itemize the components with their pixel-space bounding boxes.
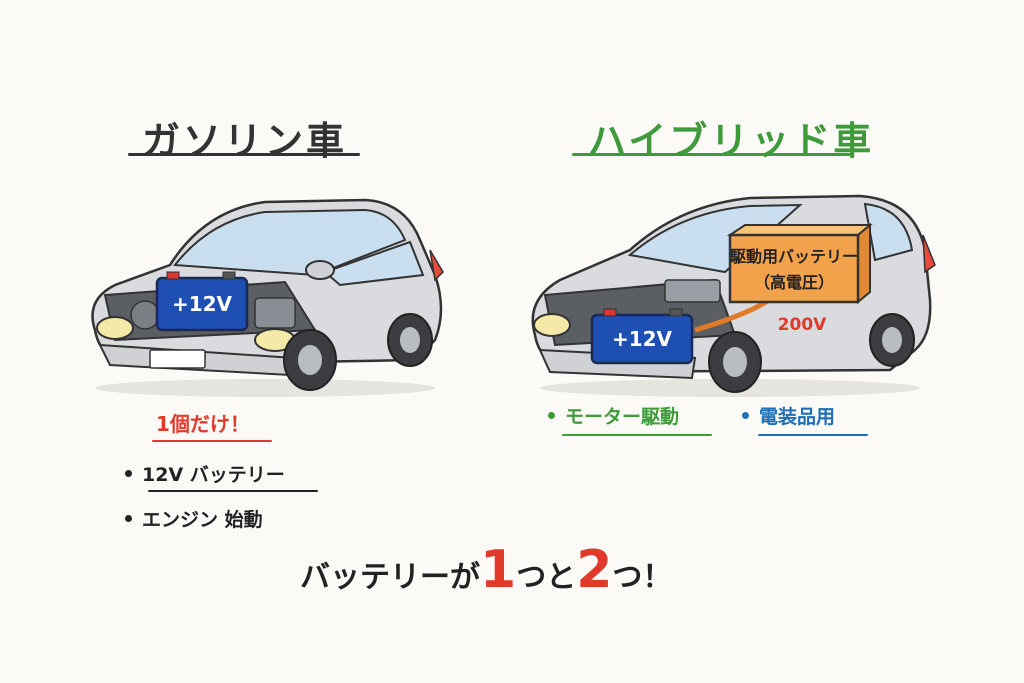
hybrid-bullet-motor-underline bbox=[562, 434, 712, 436]
bullet-dot bbox=[125, 470, 132, 477]
footer-part-3: つ！ bbox=[612, 560, 673, 595]
gasoline-bullet-2-text: エンジン 始動 bbox=[142, 509, 263, 531]
gasoline-car-illustration: +12V bbox=[91, 198, 444, 397]
hybrid-title-underline bbox=[572, 153, 852, 156]
bullet-dot bbox=[125, 515, 132, 522]
gasoline-bullet-2: エンジン 始動 bbox=[125, 505, 263, 532]
footer-number-2: 2 bbox=[576, 540, 613, 600]
footer-message: バッテリーが1つと2つ！ bbox=[300, 540, 672, 600]
hybrid-car-illustration: 駆動用バッテリー （高電圧） 200V +12V bbox=[531, 194, 936, 397]
hybrid-battery-label: +12V bbox=[612, 327, 673, 351]
gasoline-bullet-1-text: 12V バッテリー bbox=[142, 464, 285, 486]
one-only-underline bbox=[152, 440, 272, 442]
bullet-dot bbox=[548, 412, 555, 419]
gasoline-car-title: ガソリン車 bbox=[142, 119, 348, 163]
gasoline-battery-label: +12V bbox=[172, 292, 233, 316]
hybrid-bullet-motor-text: モーター駆動 bbox=[565, 406, 680, 428]
gasoline-title-underline bbox=[128, 153, 360, 156]
bullet-dot bbox=[742, 412, 749, 419]
footer-part-1: バッテリーが bbox=[300, 560, 480, 595]
drive-battery-label: 駆動用バッテリー bbox=[730, 247, 858, 266]
footer-part-2: つと bbox=[516, 560, 577, 595]
hybrid-bullet-electrical-underline bbox=[758, 434, 868, 436]
gasoline-12v-battery: +12V bbox=[155, 271, 249, 332]
one-only-note: 1個だけ！ bbox=[156, 412, 250, 436]
drive-battery-sub-label: （高電圧） bbox=[754, 273, 834, 292]
gasoline-bullet-1: 12V バッテリー bbox=[125, 460, 285, 487]
gasoline-bullet-1-underline bbox=[148, 490, 318, 492]
hybrid-bullet-electrical: 電装品用 bbox=[742, 402, 835, 429]
hybrid-drive-battery: 駆動用バッテリー （高電圧） bbox=[726, 222, 873, 305]
voltage-label: 200V bbox=[778, 315, 827, 335]
hybrid-bullet-motor: モーター駆動 bbox=[548, 402, 679, 429]
hybrid-car-title: ハイブリッド車 bbox=[588, 119, 875, 163]
hybrid-bullet-electrical-text: 電装品用 bbox=[759, 406, 836, 428]
footer-number-1: 1 bbox=[480, 540, 517, 600]
hybrid-12v-battery: +12V bbox=[590, 308, 694, 365]
